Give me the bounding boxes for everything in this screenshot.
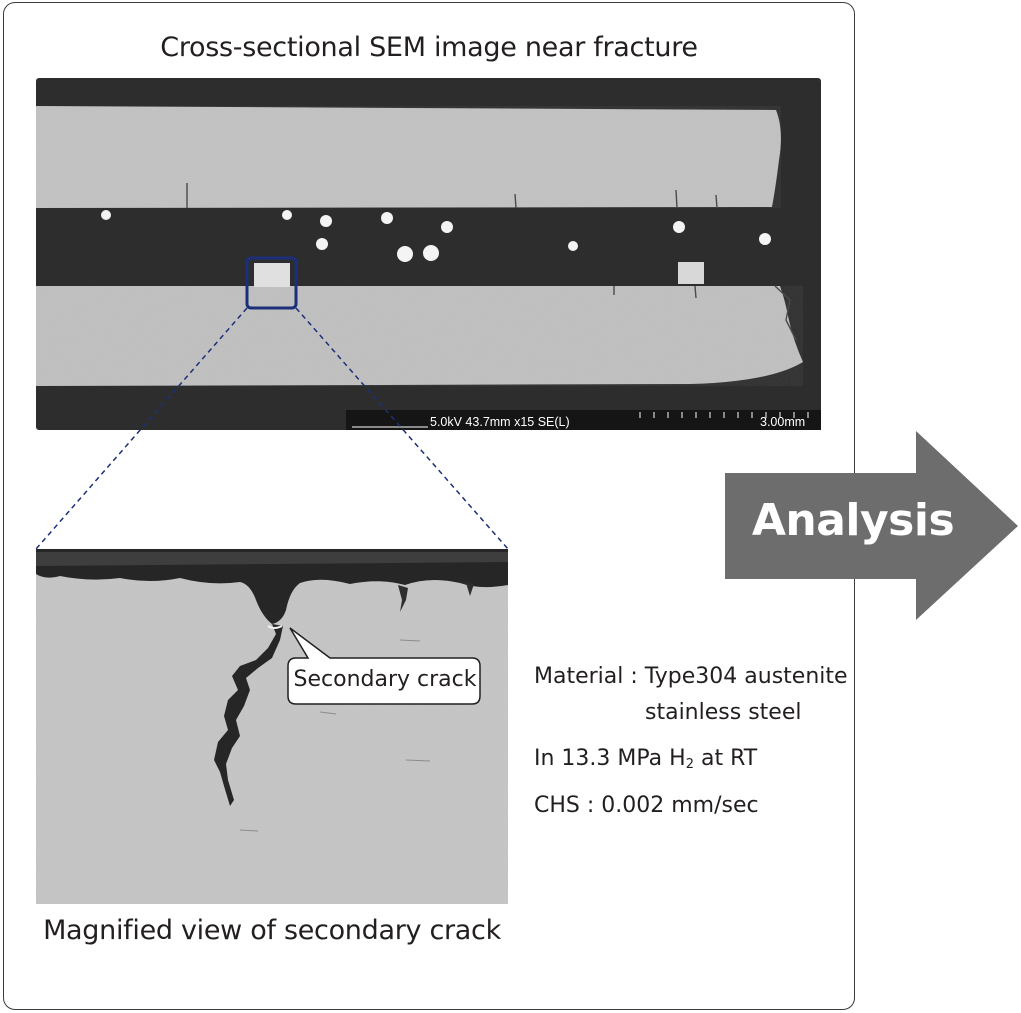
magnified-view xyxy=(36,549,508,904)
crosshead-speed-line: CHS : 0.002 mm/sec xyxy=(534,793,759,818)
figure-caption: Magnified view of secondary crack xyxy=(43,915,501,946)
callout-bubble xyxy=(287,627,481,705)
environment-line: In 13.3 MPa H2 at RT xyxy=(534,746,757,772)
analysis-arrow-label: Analysis xyxy=(751,495,955,546)
environment-suffix: at RT xyxy=(693,746,758,771)
scalebar-length: 3.00mm xyxy=(760,415,806,429)
analysis-arrow xyxy=(725,431,1018,620)
environment-subscript: 2 xyxy=(685,757,694,772)
figure-title: Cross-sectional SEM image near fracture xyxy=(160,32,698,63)
scalebar-settings: 5.0kV 43.7mm x15 SE(L) xyxy=(430,415,570,429)
callout-label: Secondary crack xyxy=(293,667,477,692)
environment-prefix: In 13.3 MPa H xyxy=(534,746,686,771)
material-line: Material : Type304 austenite xyxy=(534,664,848,689)
material-line-cont: stainless steel xyxy=(645,700,802,725)
sem-image xyxy=(36,78,821,430)
